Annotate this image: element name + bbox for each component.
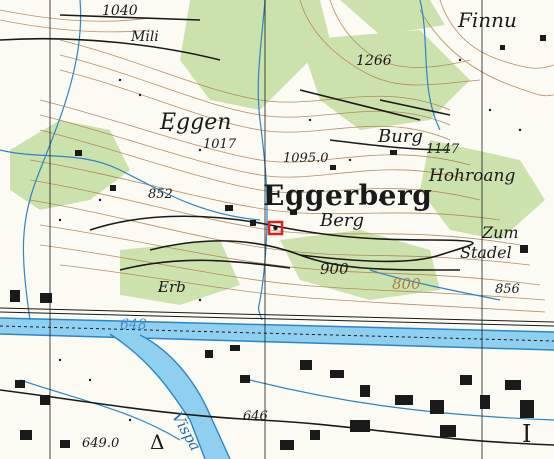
forest-patch [280, 230, 440, 300]
triangulation-point-icon: Δ [150, 430, 165, 454]
place-label-eggerberg: Eggerberg [263, 179, 433, 212]
elevation-1147: 1147 [426, 142, 460, 157]
roads [0, 14, 554, 446]
forest-patch [120, 240, 240, 305]
elevation-1095: 1095.0 [283, 151, 329, 166]
location-marker-icon [267, 220, 284, 236]
water-level-648: 648 [120, 317, 147, 333]
buildings [10, 35, 546, 450]
map-letter-i: I [522, 420, 532, 448]
place-label-burg: Burg [378, 126, 423, 147]
forest-areas [10, 0, 545, 305]
forest-patch [300, 30, 470, 130]
place-label-zum: Zum [482, 223, 519, 242]
elevation-6490: 649.0 [82, 436, 120, 451]
streams [0, 0, 554, 441]
place-label-berg: Berg [320, 210, 365, 231]
terrain-dots [58, 58, 522, 422]
elevation-646: 646 [243, 409, 268, 424]
forest-patch [340, 0, 445, 35]
elevation-1040: 1040 [102, 3, 138, 19]
elevation-856: 856 [495, 282, 520, 297]
place-label-stadel: Stadel [460, 243, 512, 262]
place-label-finnu: Finnu [458, 8, 517, 32]
elevation-852: 852 [148, 187, 173, 202]
vispa-river [110, 334, 230, 459]
place-label-erb: Erb [158, 278, 186, 296]
coordinate-grid [49, 0, 483, 459]
contour-label-900: 900 [320, 260, 349, 278]
place-label-hohroang: Hohroang [429, 166, 516, 186]
contour-label-800: 800 [392, 275, 421, 293]
forest-patch [10, 120, 130, 210]
elevation-1266: 1266 [356, 53, 392, 69]
place-label-eggen: Eggen [160, 110, 232, 135]
place-label-mili: Mili [131, 29, 159, 45]
forest-patch [180, 0, 330, 110]
elevation-1017: 1017 [203, 137, 237, 152]
